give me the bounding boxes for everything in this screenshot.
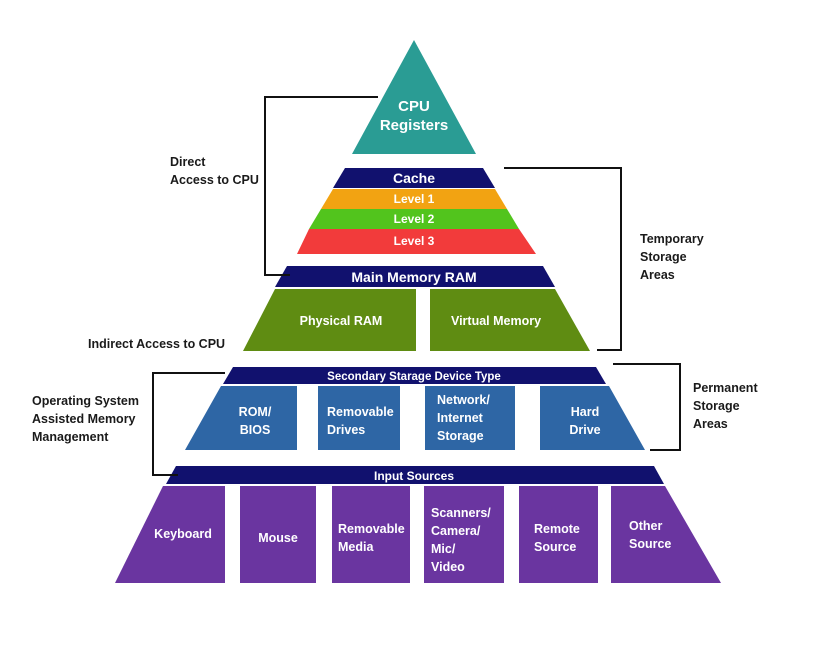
cache-level-2-band [309,209,519,229]
temporary-storage-label-line2: Storage [640,250,687,264]
other-source-label-line2: Source [629,537,671,551]
cpu-label-line2: Registers [380,117,448,134]
scanners-block [424,486,504,583]
rom-bios-label-line1: ROM/ [239,405,272,419]
direct-access-bracket [264,96,378,276]
removable-media-label-line1: Removable [338,522,405,536]
removable-drives-label-line2: Drives [327,423,365,437]
cpu-label-line1: CPU [398,98,430,115]
os-assisted-label-line1: Operating System [32,394,139,408]
removable-drives-label-line1: Removable [327,405,394,419]
physical-ram-label: Physical RAM [300,314,383,328]
temporary-storage-label-line1: Temporary [640,232,704,246]
scanners-label-line1: Scanners/ [431,506,491,520]
indirect-access-label: Indirect Access to CPU [88,337,225,351]
direct-access-label-line2: Access to CPU [170,173,259,187]
direct-access-label-line1: Direct [170,155,206,169]
scanners-label-line4: Video [431,560,465,574]
removable-drives-block [318,386,400,450]
permanent-storage-label-line1: Permanent [693,381,758,395]
scanners-label-line2: Camera/ [431,524,481,538]
network-storage-label-line1: Network/ [437,393,490,407]
hard-drive-block [540,386,645,450]
permanent-storage-bracket [613,363,681,451]
os-assisted-label-line3: Management [32,430,109,444]
cache-level-1-label: Level 1 [394,192,435,206]
network-storage-label-line2: Internet [437,411,484,425]
input-title: Input Sources [374,469,454,483]
temporary-storage-label-line3: Areas [640,268,675,282]
keyboard-block [115,486,225,583]
scanners-label-line3: Mic/ [431,542,456,556]
cache-level-1-band [321,189,507,209]
remote-source-block [519,486,598,583]
rom-bios-block [185,386,297,450]
cache-level-3-label: Level 3 [394,234,435,248]
keyboard-label: Keyboard [154,527,212,541]
main-memory-title: Main Memory RAM [351,269,476,285]
mouse-label: Mouse [258,531,298,545]
remote-source-label-line2: Source [534,540,576,554]
network-storage-label-line3: Storage [437,429,484,443]
permanent-storage-label-line3: Areas [693,417,728,431]
cache-title: Cache [393,170,435,186]
physical-ram-block [243,289,416,351]
cpu-registers-tier [352,40,476,154]
removable-media-block [332,486,410,583]
cache-level-3-band [297,229,536,254]
cache-header-band [333,168,495,188]
network-storage-block [425,386,515,450]
removable-media-label-line2: Media [338,540,374,554]
secondary-title: Secondary Starage Device Type [327,371,501,383]
rom-bios-label-line2: BIOS [240,423,271,437]
secondary-header-band [223,367,606,384]
main-memory-header-band [275,266,555,287]
input-header-band [166,466,664,484]
permanent-storage-label-line2: Storage [693,399,740,413]
hard-drive-label-line1: Hard [571,405,599,419]
remote-source-label-line1: Remote [534,522,580,536]
os-assisted-label-line2: Assisted Memory [32,412,136,426]
indirect-access-bracket [152,372,225,476]
temporary-storage-bracket [504,167,622,351]
mouse-block [240,486,316,583]
virtual-memory-label: Virtual Memory [451,314,541,328]
cache-level-2-label: Level 2 [394,212,435,226]
other-source-block [611,486,721,583]
hard-drive-label-line2: Drive [569,423,600,437]
virtual-memory-block [430,289,590,351]
other-source-label-line1: Other [629,519,662,533]
